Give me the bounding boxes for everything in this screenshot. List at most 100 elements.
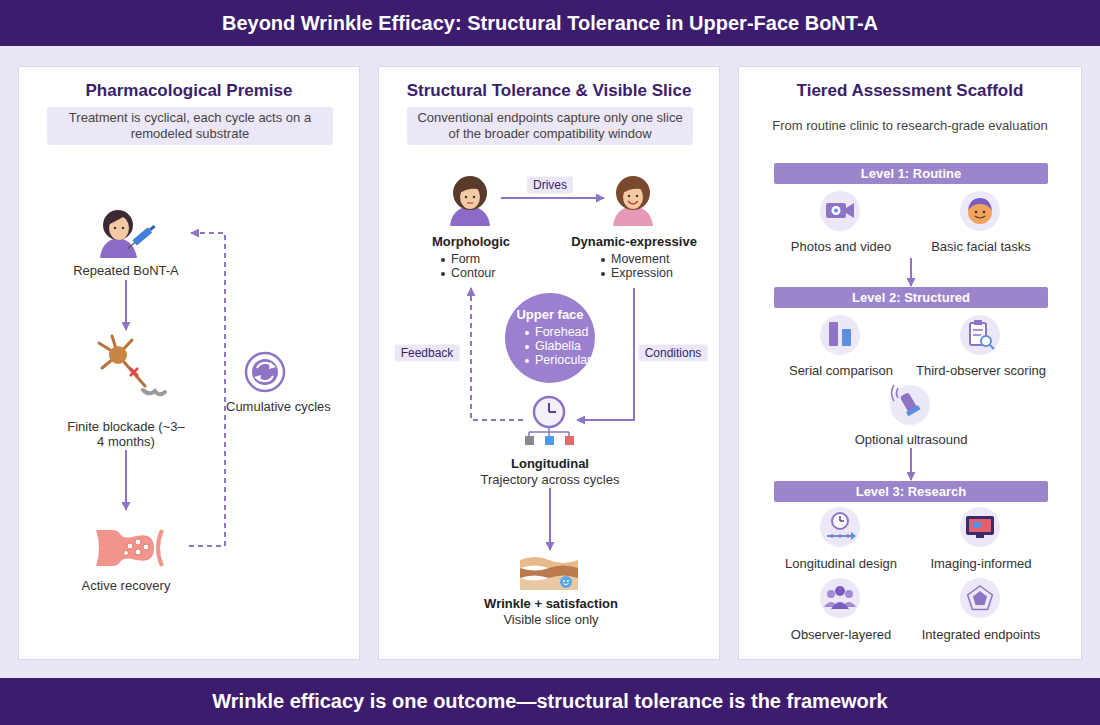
flow-arrow bbox=[501, 197, 604, 199]
expressive-face bbox=[636, 195, 638, 197]
synapse-icon bbox=[124, 539, 150, 556]
node-label: Active recovery bbox=[63, 578, 189, 593]
node-label: Observer-layered bbox=[771, 627, 911, 642]
cycle-icon bbox=[252, 359, 278, 385]
subtitle-box: Conventional endpoints capture only one … bbox=[407, 107, 693, 145]
ultrasound-icon bbox=[906, 405, 921, 416]
node-label: Integrated endpoints bbox=[911, 627, 1051, 642]
panel-subtitle: From routine clinic to research-grade ev… bbox=[739, 118, 1081, 133]
people-icon bbox=[824, 602, 856, 607]
neuron-icon bbox=[99, 336, 165, 394]
caption-banner: Wrinkle efficacy is one outcome—structur… bbox=[0, 678, 1100, 725]
neuron-icon bbox=[130, 368, 138, 376]
synapse-icon bbox=[143, 544, 149, 550]
bullet-item: Movement bbox=[569, 252, 699, 266]
monitor-icon bbox=[960, 507, 1000, 547]
face-task-icon bbox=[968, 198, 992, 210]
bullet-item: Periocular bbox=[505, 353, 595, 367]
node-heading: Dynamic-expressive bbox=[569, 234, 699, 249]
ultrasound-icon bbox=[898, 391, 921, 416]
icon-node: Imaging-informed bbox=[921, 506, 1041, 570]
patient-icon bbox=[149, 225, 156, 231]
panel-card: Pharmacological PremiseTreatment is cycl… bbox=[18, 66, 360, 660]
timeline-icon bbox=[830, 534, 834, 538]
people-icon bbox=[820, 578, 860, 618]
people-icon bbox=[845, 590, 853, 598]
synapse-icon bbox=[96, 530, 162, 566]
synapse-icon bbox=[135, 539, 141, 545]
clipboard-icon bbox=[960, 315, 1000, 355]
edge-label: Feedback bbox=[395, 345, 460, 362]
edge-label: Conditions bbox=[639, 345, 708, 362]
morphologic-face bbox=[458, 184, 482, 194]
clock-icon bbox=[529, 427, 569, 436]
flow-arrow bbox=[125, 450, 127, 510]
tier-band: Level 2: Structured bbox=[774, 287, 1048, 308]
synapse-icon bbox=[158, 530, 162, 566]
patient-icon bbox=[100, 238, 137, 258]
expressive-face bbox=[621, 184, 645, 194]
icon-node: Third-observer scoring bbox=[916, 314, 1046, 378]
flow-arrow bbox=[910, 448, 912, 480]
ultrasound-icon bbox=[890, 385, 930, 425]
node-label: Longitudinal design bbox=[771, 556, 911, 571]
cycle-icon bbox=[254, 375, 261, 382]
icon-node: Longitudinal design bbox=[781, 506, 901, 570]
timeline-icon bbox=[820, 507, 860, 547]
morphologic-face bbox=[450, 176, 490, 226]
people-icon bbox=[827, 590, 835, 598]
node-heading: Morphologic bbox=[416, 234, 526, 249]
clipboard-icon bbox=[990, 345, 994, 349]
people-icon bbox=[820, 578, 860, 618]
morphologic-face bbox=[450, 206, 490, 226]
node-heading: Upper face bbox=[505, 307, 595, 322]
face-task-icon bbox=[975, 211, 978, 214]
skin-texture-icon bbox=[520, 576, 578, 591]
expressive-face bbox=[623, 185, 643, 209]
skin-texture-icon bbox=[560, 576, 572, 588]
expressive-face bbox=[628, 201, 638, 204]
panel-title: Tiered Assessment Scaffold bbox=[739, 81, 1081, 101]
node-label: Serial comparison bbox=[776, 363, 906, 378]
patient-icon bbox=[109, 216, 129, 240]
node-label: Repeated BoNT-A bbox=[61, 263, 191, 278]
patient-icon bbox=[126, 223, 157, 251]
panel-title: Pharmacological Premise bbox=[19, 81, 359, 101]
clipboard-icon bbox=[974, 320, 982, 325]
cycle-icon bbox=[257, 363, 272, 368]
icon-node: Wrinkle + satisfactionVisible slice only bbox=[471, 551, 631, 623]
clock-icon bbox=[545, 436, 554, 445]
patient-icon bbox=[132, 227, 152, 245]
ultrasound-icon bbox=[890, 385, 930, 425]
radar-icon bbox=[960, 578, 1000, 618]
panel-card: Structural Tolerance & Visible SliceConv… bbox=[378, 66, 720, 660]
radar-icon bbox=[968, 586, 993, 610]
face-task-icon bbox=[960, 191, 1000, 231]
radar-icon bbox=[973, 591, 987, 605]
icon-node: Optional ultrasound bbox=[851, 384, 971, 447]
face-task-icon bbox=[968, 200, 992, 224]
cycle-icon bbox=[258, 376, 273, 381]
tier-band: Level 3: Research bbox=[774, 481, 1048, 502]
radar-icon bbox=[960, 578, 1000, 618]
people-icon bbox=[831, 602, 849, 609]
node-label: Optional ultrasound bbox=[841, 432, 981, 447]
node-label: Trajectory across cycles bbox=[460, 472, 640, 487]
icon-node: Dynamic-expressiveMovementExpression bbox=[604, 176, 664, 282]
camera-icon bbox=[826, 203, 846, 218]
tier-group: Level 1: RoutinePhotos and videoBasic fa… bbox=[774, 163, 1048, 257]
monitor-icon bbox=[969, 519, 991, 532]
synapse-icon bbox=[135, 549, 141, 555]
skin-texture-icon bbox=[520, 557, 578, 590]
subtitle-text: Treatment is cyclical, each cycle acts o… bbox=[57, 110, 323, 142]
face-task-icon bbox=[975, 216, 985, 218]
skin-texture-icon bbox=[567, 580, 569, 582]
clipboard-icon bbox=[981, 336, 991, 346]
camera-icon bbox=[820, 191, 860, 231]
clipboard-icon bbox=[973, 330, 983, 335]
bullet-item: Contour bbox=[416, 266, 526, 280]
monitor-icon bbox=[960, 507, 1000, 547]
camera-icon bbox=[832, 206, 841, 215]
